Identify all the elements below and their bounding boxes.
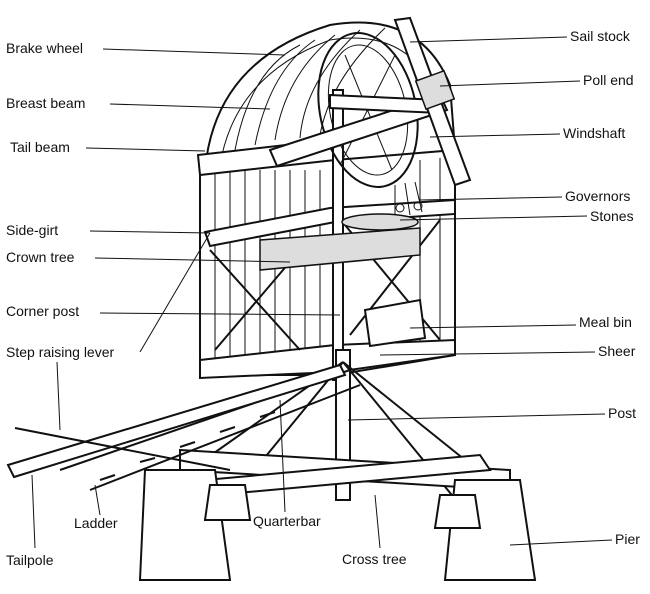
label-windshaft: Windshaft: [563, 125, 626, 141]
label-meal-bin: Meal bin: [579, 314, 632, 330]
label-ladder: Ladder: [74, 515, 118, 531]
label-cross-tree: Cross tree: [342, 551, 407, 567]
roof-ribs: [234, 27, 386, 151]
label-quarterbar: Quarterbar: [253, 513, 321, 529]
tailpole-shape: [6, 363, 347, 479]
label-breast-beam: Breast beam: [6, 95, 86, 111]
side-girt-shape: [203, 198, 456, 248]
windshaft-shape: [268, 93, 449, 168]
stones-shape: [341, 213, 419, 231]
label-brake-wheel: Brake wheel: [6, 40, 84, 56]
label-side-girt: Side-girt: [6, 222, 59, 238]
step-raising-lever-shape: [14, 427, 231, 471]
label-tailpole: Tailpole: [6, 552, 54, 568]
label-corner-post: Corner post: [6, 303, 80, 319]
governors-shape: [394, 181, 423, 216]
label-post: Post: [608, 405, 637, 421]
label-sail-stock: Sail stock: [570, 28, 630, 44]
label-step-raising-lever: Step raising lever: [6, 344, 115, 360]
poll-end-shape: [414, 69, 456, 111]
label-governors: Governors: [565, 188, 631, 204]
label-crown-tree: Crown tree: [6, 249, 75, 265]
pier-shape-back-left: [203, 484, 252, 521]
crown-tree-shape: [259, 227, 421, 271]
label-stones: Stones: [590, 208, 634, 224]
leader-lines: [31, 36, 613, 549]
pier-shape-back-right: [433, 494, 482, 529]
label-sheer: Sheer: [598, 343, 636, 359]
label-poll-end: Poll end: [583, 72, 634, 88]
meal-bin-shape: [363, 298, 427, 348]
roof-outline: [204, 21, 456, 171]
label-pier: Pier: [615, 531, 640, 547]
label-tail-beam: Tail beam: [10, 139, 70, 155]
